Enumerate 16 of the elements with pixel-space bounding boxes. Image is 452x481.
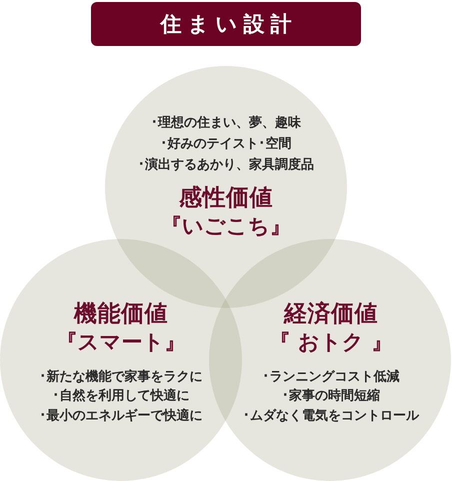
bullet-item: ･演出するあかり、家具調度品	[138, 158, 314, 174]
bullet-item: ･好みのテイスト･空間	[160, 138, 292, 152]
bullet-item: ･ランニングコスト低減	[262, 370, 400, 386]
bullet-item: ･自然を利用して快適に	[52, 390, 190, 404]
heading: 感性価値	[179, 184, 273, 212]
subheading: 『スマート』	[56, 330, 186, 354]
title-banner: 住まい設計	[91, 2, 361, 46]
subheading: 『 おトク 』	[270, 330, 392, 354]
subheading: 『いごこち』	[161, 214, 291, 238]
bullet-item: ･最小のエネルギーで快適に	[40, 410, 202, 424]
bullet-item: ･家事の時間短縮	[282, 390, 380, 404]
bullet-item: ･ムダなく電気をコントロール	[243, 410, 419, 424]
bullet-item: ･理想の住まい、夢、趣味	[151, 116, 301, 132]
heading: 経済価値	[284, 300, 378, 328]
heading: 機能価値	[74, 300, 168, 328]
bullet-item: ･新たな機能で家事をラクに	[40, 370, 202, 386]
